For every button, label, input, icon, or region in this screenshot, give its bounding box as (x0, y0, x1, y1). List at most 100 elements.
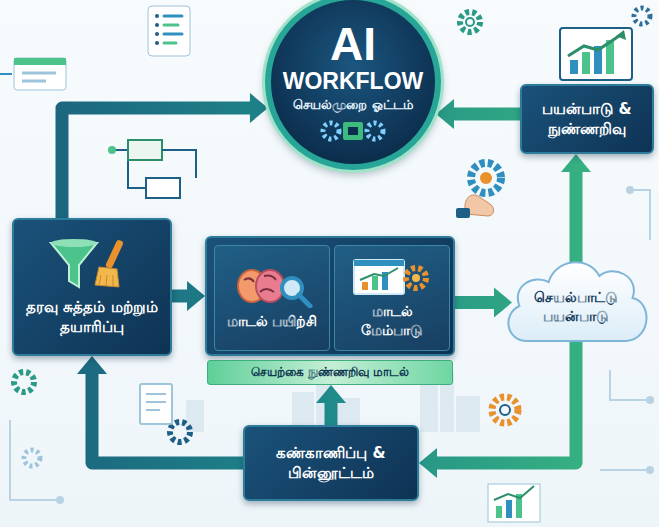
funnel-brush-icon (99, 275, 113, 286)
document-icon (146, 394, 166, 410)
flow-arrow (436, 99, 520, 129)
window-icon (14, 58, 66, 65)
gear-icons (460, 12, 480, 32)
window-icon (22, 80, 46, 83)
growth-chart-icon (616, 30, 626, 40)
flowchart-sketch (128, 140, 162, 160)
node-label: மாடல் பயிற்சி (227, 312, 318, 331)
bottom-chart-icon (506, 500, 512, 518)
chart-gear-icon (360, 268, 398, 280)
funnel-brush-icon (99, 275, 101, 285)
flow-line (325, 401, 338, 425)
circuit-lines (600, 469, 650, 471)
node-label: கண்காணிப்பு & பின்னூட்டம் (253, 443, 409, 483)
funnel-brush-icon (106, 275, 107, 286)
window-icon (14, 58, 66, 90)
flow-line (452, 108, 520, 121)
process-box: மாடல் பயிற்சி (214, 245, 330, 351)
gear-icons (500, 405, 510, 415)
arrow-head (561, 154, 591, 172)
title-circle: AIWORKFLOW செயல்முறை ஓட்டம் (265, 0, 441, 170)
arrow-head (316, 385, 346, 403)
flow-line (570, 170, 583, 262)
flowchart-sketch (108, 146, 116, 154)
growth-chart-icon (582, 52, 590, 74)
bottom-chart-icon (494, 486, 534, 500)
city-skyline (420, 384, 438, 432)
funnel-brush-icon (105, 239, 124, 269)
circuit-lines (10, 187, 653, 503)
code-list-icon (155, 14, 159, 45)
funnel-brush-icon (51, 243, 97, 287)
window-icon (0, 73, 12, 75)
circuit-lines (647, 467, 653, 473)
chip-gear-icon (348, 127, 358, 135)
document-icon (146, 393, 166, 395)
chip-gear-icon (343, 122, 363, 140)
code-list-icon (155, 14, 159, 18)
brain-magnifier-icon (230, 266, 314, 308)
code-list-icon (164, 33, 182, 36)
cloud-shape: செயல்பாட்டு பயன்பாடு (498, 246, 654, 356)
flow-arrow (172, 281, 205, 311)
gear-icons (170, 422, 190, 442)
node-label: செயல்முறை ஓட்டம் (293, 96, 413, 114)
brain-magnifier-icon (299, 295, 310, 306)
circuit-lines (10, 420, 60, 500)
document-icon (146, 401, 166, 403)
flow-arrow (316, 385, 346, 425)
code-list-icon (148, 6, 190, 56)
model-group-box: செயற்கை நுண்ணறிவு மாடல் மாடல் பயிற்சி மா… (205, 236, 455, 356)
gear-icons (634, 8, 650, 24)
node-label: தரவு சுத்தம் மற்றும் தயாரிப்பு (22, 297, 162, 337)
node-label: பயன்பாடு & நுண்ணறிவு (530, 99, 644, 139)
cloud-outline (508, 262, 646, 341)
window-icon (22, 72, 56, 75)
flow-line (435, 340, 576, 463)
funnel-brush-icon (113, 275, 114, 286)
growth-chart-icon (568, 34, 622, 56)
flowchart-sketch (108, 140, 196, 198)
gear-icons (466, 18, 474, 26)
city-skyline (316, 378, 332, 432)
code-list-icon (164, 16, 182, 43)
flow-arrow (62, 93, 268, 218)
code-list-icon (148, 6, 190, 56)
gear-icons (14, 372, 34, 392)
document-icon (146, 409, 160, 411)
arrow-head (494, 288, 512, 318)
hand-gear-icon (480, 172, 492, 184)
arrow-head (187, 281, 205, 311)
arrow-head (77, 356, 107, 374)
growth-chart-icon (560, 28, 632, 80)
flowchart-sketch (146, 178, 180, 198)
code-list-icon (164, 24, 178, 27)
hand-gear-icon (471, 163, 501, 193)
funnel-brush-icon (47, 237, 137, 293)
gear-icons (24, 450, 40, 466)
node-label: செயல்பாட்டு பயன்பாடு (516, 288, 636, 326)
flowchart-sketch (162, 150, 196, 178)
node-label: AI (330, 20, 376, 68)
chart-gear-icon (362, 282, 368, 290)
funnel-brush-icon (95, 267, 119, 287)
flow-line (455, 296, 496, 309)
bottom-chart-icon (488, 484, 540, 522)
process-box: தரவு சுத்தம் மற்றும் தயாரிப்பு (12, 218, 172, 356)
chart-gear-icon (354, 260, 404, 294)
node-label: WORKFLOW (283, 68, 424, 94)
code-list-icon (155, 32, 159, 36)
flow-arrow (455, 288, 512, 318)
circuit-lines (610, 370, 650, 400)
chart-gear-icon (412, 274, 420, 282)
group-label: செயற்கை நுண்ணறிவு மாடல் (207, 360, 453, 385)
chart-gear-icon (350, 256, 434, 298)
bottom-chart-icon (488, 484, 540, 522)
city-skyline (456, 396, 480, 432)
document-icon (140, 384, 172, 424)
circuit-lines (647, 397, 653, 403)
chip-gear-icon (318, 118, 388, 144)
chip-gear-icon (367, 123, 383, 139)
chart-gear-icon (372, 276, 378, 290)
